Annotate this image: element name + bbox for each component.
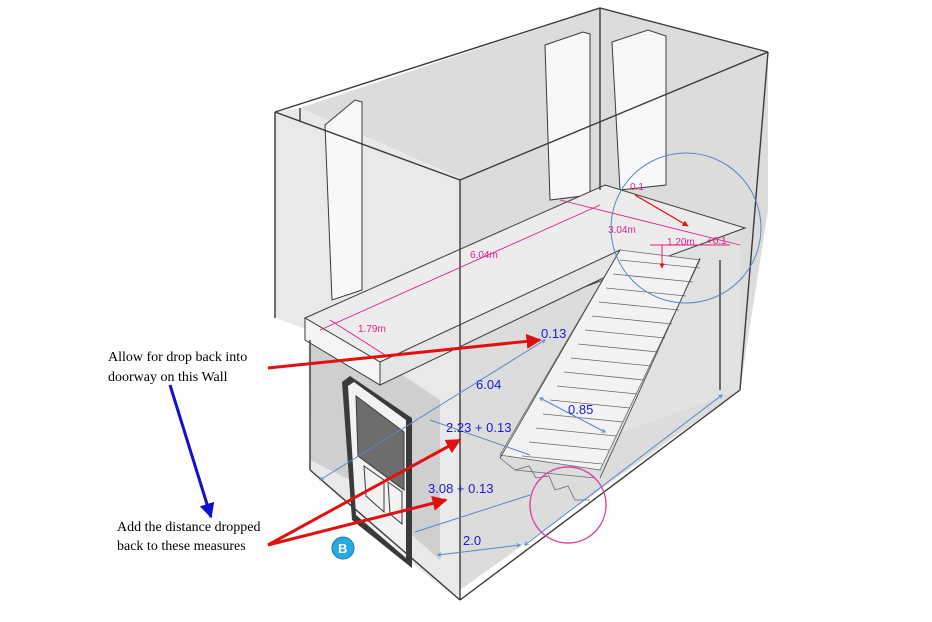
dim-upper-length: 6.04m bbox=[470, 250, 498, 261]
note-1-line-1: Allow for drop back into bbox=[108, 350, 247, 365]
dim-upper-offset: 0.1 bbox=[630, 182, 644, 193]
note-1-line-2: doorway on this Wall bbox=[108, 370, 228, 385]
blue-dimensions bbox=[320, 340, 722, 555]
red-arrows bbox=[267, 333, 542, 547]
dim-stair-offset: +0.1 bbox=[707, 236, 727, 247]
pink-dimensions bbox=[319, 199, 741, 356]
dim-lower-stair-width: 0.85 bbox=[568, 402, 593, 417]
dim-depth: 2.0 bbox=[463, 533, 481, 548]
offset-arrow-1 bbox=[634, 194, 689, 227]
window-left bbox=[324, 99, 363, 301]
note-2-line-1: Add the distance dropped bbox=[117, 520, 260, 535]
badge-b-label: B bbox=[338, 541, 347, 556]
highlight-circle-upper bbox=[610, 152, 762, 304]
dim-a: 2.23 + 0.13 bbox=[446, 420, 511, 435]
dim-drop: 0.13 bbox=[541, 326, 566, 341]
window-right bbox=[611, 29, 667, 191]
dim-b: 3.08 + 0.13 bbox=[428, 481, 493, 496]
badge-b-icon bbox=[331, 536, 355, 560]
window-middle bbox=[544, 31, 591, 201]
dim-upper-width-left: 1.79m bbox=[358, 324, 386, 335]
dim-lower-length: 6.04 bbox=[476, 377, 501, 392]
blue-arrow bbox=[168, 384, 215, 519]
dim-stair-run: 3.04m bbox=[608, 225, 636, 236]
dim-stair-width: 1.20m bbox=[667, 237, 695, 248]
note-2-line-2: back to these measures bbox=[117, 539, 246, 554]
